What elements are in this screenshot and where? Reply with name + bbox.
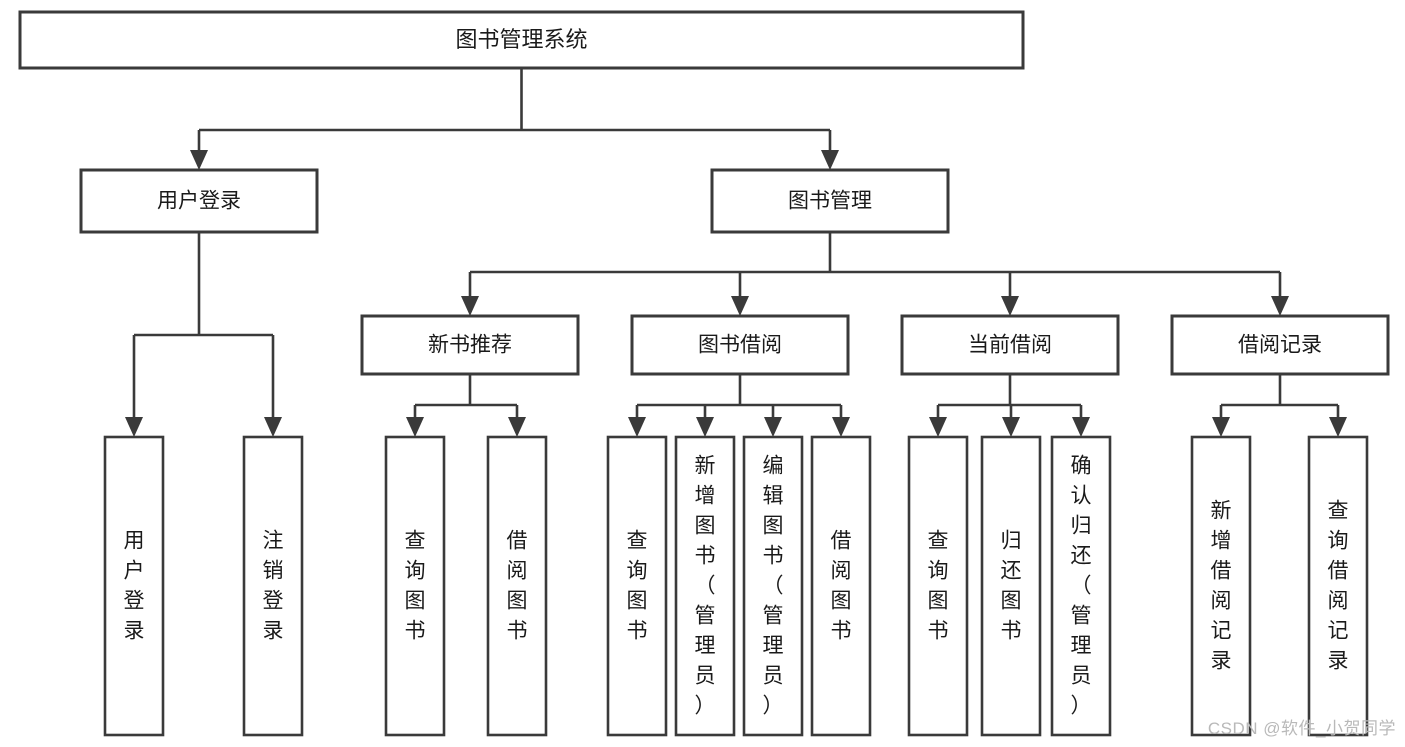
node-leaf-return-book[interactable]: 归还图书 — [980, 435, 1042, 737]
csdn-watermark: CSDN @软件_小贺同学 — [1208, 719, 1396, 738]
arrow-borrow-record — [1271, 296, 1289, 316]
node-box-new-book-recommend[interactable] — [360, 314, 580, 376]
arrow-user-login — [190, 150, 208, 170]
node-box-book-borrow[interactable] — [630, 314, 850, 376]
node-leaf-edit-book-admin[interactable]: 编辑图书（管理员） — [742, 435, 804, 737]
arrow-leaf-return-book — [1002, 417, 1020, 437]
node-book-manage[interactable]: 图书管理 — [710, 168, 950, 234]
arrow-leaf-confirm-return-admin — [1072, 417, 1090, 437]
arrow-leaf-borrow-book — [832, 417, 850, 437]
node-leaf-add-borrow-record[interactable]: 新增借阅记录 — [1190, 435, 1252, 737]
node-new-book-recommend[interactable]: 新书推荐 — [360, 314, 580, 376]
node-box-leaf-confirm-return-admin[interactable] — [1050, 435, 1112, 737]
arrow-leaf-logout — [264, 417, 282, 437]
node-label-leaf-add-book-admin: 新增图书（管理员） — [695, 455, 716, 718]
node-label-book-manage: 图书管理 — [788, 190, 872, 213]
node-leaf-query-book-borrow[interactable]: 查询图书 — [606, 435, 668, 737]
connector-layer — [125, 68, 1347, 437]
node-box-leaf-query-borrow-record[interactable] — [1307, 435, 1369, 737]
arrow-leaf-query-borrow-record — [1329, 417, 1347, 437]
node-label-new-book-recommend: 新书推荐 — [428, 334, 512, 357]
node-root[interactable]: 图书管理系统 — [18, 10, 1025, 70]
arrow-leaf-query-book-borrow — [628, 417, 646, 437]
node-layer: 图书管理系统用户登录图书管理新书推荐图书借阅当前借阅借阅记录用户登录注销登录查询… — [18, 10, 1390, 737]
node-label-leaf-query-book-current: 查询图书 — [928, 530, 949, 643]
arrow-leaf-query-book-current — [929, 417, 947, 437]
node-label-leaf-query-borrow-record: 查询借阅记录 — [1328, 500, 1349, 673]
node-label-leaf-borrow-book-rec: 借阅图书 — [507, 530, 528, 643]
node-label-current-borrow: 当前借阅 — [968, 334, 1052, 357]
arrow-new-book-recommend — [461, 296, 479, 316]
node-box-leaf-add-borrow-record[interactable] — [1190, 435, 1252, 737]
arrow-leaf-add-book-admin — [696, 417, 714, 437]
node-user-login[interactable]: 用户登录 — [79, 168, 319, 234]
node-box-leaf-query-book-rec[interactable] — [384, 435, 446, 737]
arrow-leaf-edit-book-admin — [764, 417, 782, 437]
node-box-book-manage[interactable] — [710, 168, 950, 234]
arrow-leaf-borrow-book-rec — [508, 417, 526, 437]
arrow-current-borrow — [1001, 296, 1019, 316]
node-label-user-login: 用户登录 — [157, 190, 241, 213]
arrow-leaf-query-book-rec — [406, 417, 424, 437]
node-label-book-borrow: 图书借阅 — [698, 334, 782, 357]
node-label-leaf-query-book-borrow: 查询图书 — [627, 530, 648, 643]
node-box-leaf-query-book-current[interactable] — [907, 435, 969, 737]
node-box-leaf-edit-book-admin[interactable] — [742, 435, 804, 737]
node-leaf-user-login[interactable]: 用户登录 — [103, 435, 165, 737]
node-label-leaf-logout: 注销登录 — [263, 530, 284, 643]
node-box-leaf-return-book[interactable] — [980, 435, 1042, 737]
node-leaf-add-book-admin[interactable]: 新增图书（管理员） — [674, 435, 736, 737]
node-label-leaf-edit-book-admin: 编辑图书（管理员） — [763, 455, 784, 718]
arrow-leaf-add-borrow-record — [1212, 417, 1230, 437]
node-leaf-query-borrow-record[interactable]: 查询借阅记录 — [1307, 435, 1369, 737]
node-box-leaf-user-login[interactable] — [103, 435, 165, 737]
node-box-leaf-add-book-admin[interactable] — [674, 435, 736, 737]
node-label-leaf-user-login: 用户登录 — [124, 530, 145, 643]
node-box-leaf-logout[interactable] — [242, 435, 304, 737]
arrow-book-borrow — [731, 296, 749, 316]
node-label-leaf-confirm-return-admin: 确认归还（管理员） — [1071, 455, 1092, 718]
node-borrow-record[interactable]: 借阅记录 — [1170, 314, 1390, 376]
node-leaf-borrow-book[interactable]: 借阅图书 — [810, 435, 872, 737]
node-label-root: 图书管理系统 — [455, 27, 587, 52]
node-label-leaf-query-book-rec: 查询图书 — [405, 530, 426, 643]
arrow-leaf-user-login — [125, 417, 143, 437]
arrow-book-manage — [821, 150, 839, 170]
node-leaf-logout[interactable]: 注销登录 — [242, 435, 304, 737]
node-label-borrow-record: 借阅记录 — [1238, 334, 1322, 357]
node-leaf-query-book-current[interactable]: 查询图书 — [907, 435, 969, 737]
node-box-current-borrow[interactable] — [900, 314, 1120, 376]
node-leaf-confirm-return-admin[interactable]: 确认归还（管理员） — [1050, 435, 1112, 737]
node-current-borrow[interactable]: 当前借阅 — [900, 314, 1120, 376]
node-box-root[interactable] — [18, 10, 1025, 70]
node-box-leaf-borrow-book-rec[interactable] — [486, 435, 548, 737]
node-label-leaf-return-book: 归还图书 — [1001, 530, 1022, 643]
node-box-leaf-query-book-borrow[interactable] — [606, 435, 668, 737]
node-label-leaf-borrow-book: 借阅图书 — [831, 530, 852, 643]
node-label-leaf-add-borrow-record: 新增借阅记录 — [1211, 500, 1232, 673]
node-box-borrow-record[interactable] — [1170, 314, 1390, 376]
node-leaf-borrow-book-rec[interactable]: 借阅图书 — [486, 435, 548, 737]
node-leaf-query-book-rec[interactable]: 查询图书 — [384, 435, 446, 737]
node-box-leaf-borrow-book[interactable] — [810, 435, 872, 737]
node-box-user-login[interactable] — [79, 168, 319, 234]
node-book-borrow[interactable]: 图书借阅 — [630, 314, 850, 376]
